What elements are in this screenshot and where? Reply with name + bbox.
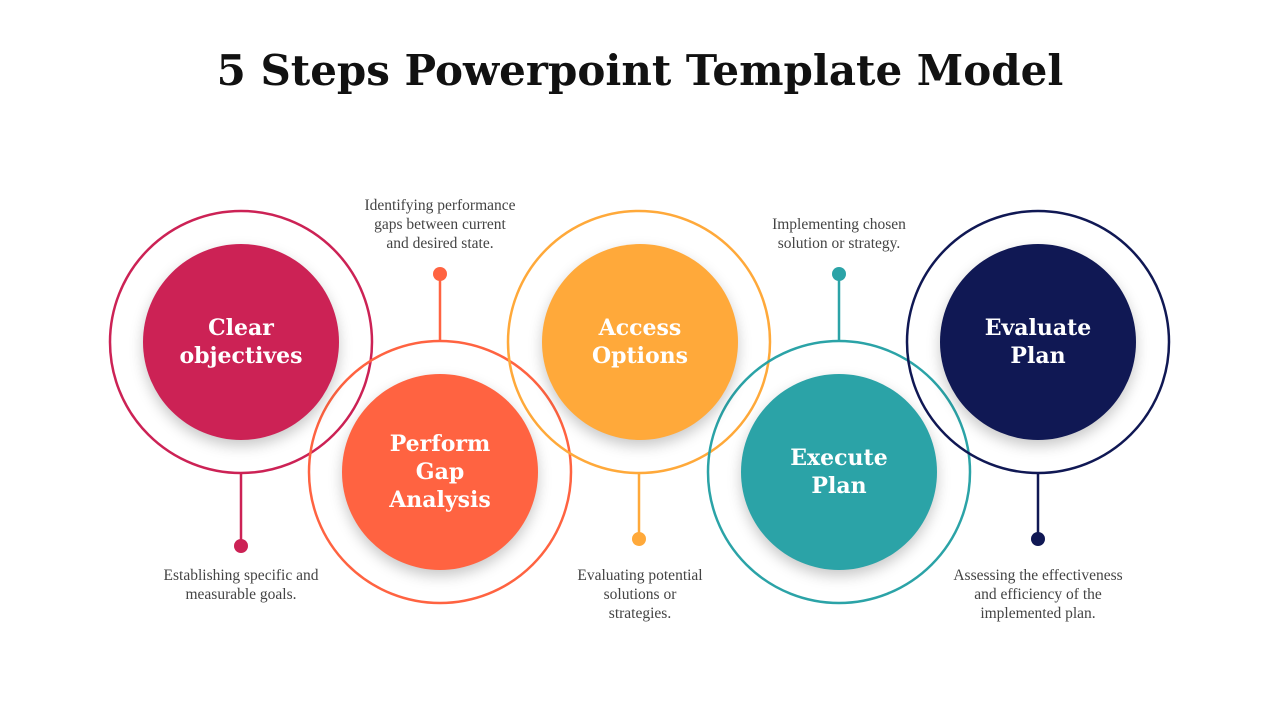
step-2-label: Perform Gap Analysis [389, 431, 491, 513]
step-4-description: Implementing chosen solution or strategy… [772, 216, 906, 252]
step-2-dot [433, 267, 447, 281]
step-3-disc: Access Options [542, 244, 738, 440]
step-2-description: Identifying performance gaps between cur… [364, 197, 516, 252]
step-3-label: Access Options [591, 315, 689, 369]
step-1-label: Clear objectives [179, 315, 303, 369]
step-1-disc: Clear objectives [143, 244, 339, 440]
step-3-dot [632, 532, 646, 546]
step-5-disc: Evaluate Plan [940, 244, 1136, 440]
step-4-dot [832, 267, 846, 281]
step-5-ring [905, 209, 1171, 475]
step-1-description: Establishing specific and measurable goa… [163, 567, 319, 603]
step-2-ring [307, 339, 573, 605]
step-5-description: Assessing the effectiveness and efficien… [953, 567, 1123, 622]
step-4-label: Execute Plan [790, 445, 888, 499]
step-1-dot [234, 539, 248, 553]
step-1-ring [108, 209, 374, 475]
step-2-disc: Perform Gap Analysis [342, 374, 538, 570]
step-5-dot [1031, 532, 1045, 546]
step-3-ring [506, 209, 772, 475]
step-4-disc: Execute Plan [741, 374, 937, 570]
slide-title: 5 Steps Powerpoint Template Model [216, 46, 1064, 95]
step-5-label: Evaluate Plan [984, 315, 1092, 369]
step-4-ring [706, 339, 972, 605]
step-3-description: Evaluating potential solutions or strate… [577, 567, 703, 622]
